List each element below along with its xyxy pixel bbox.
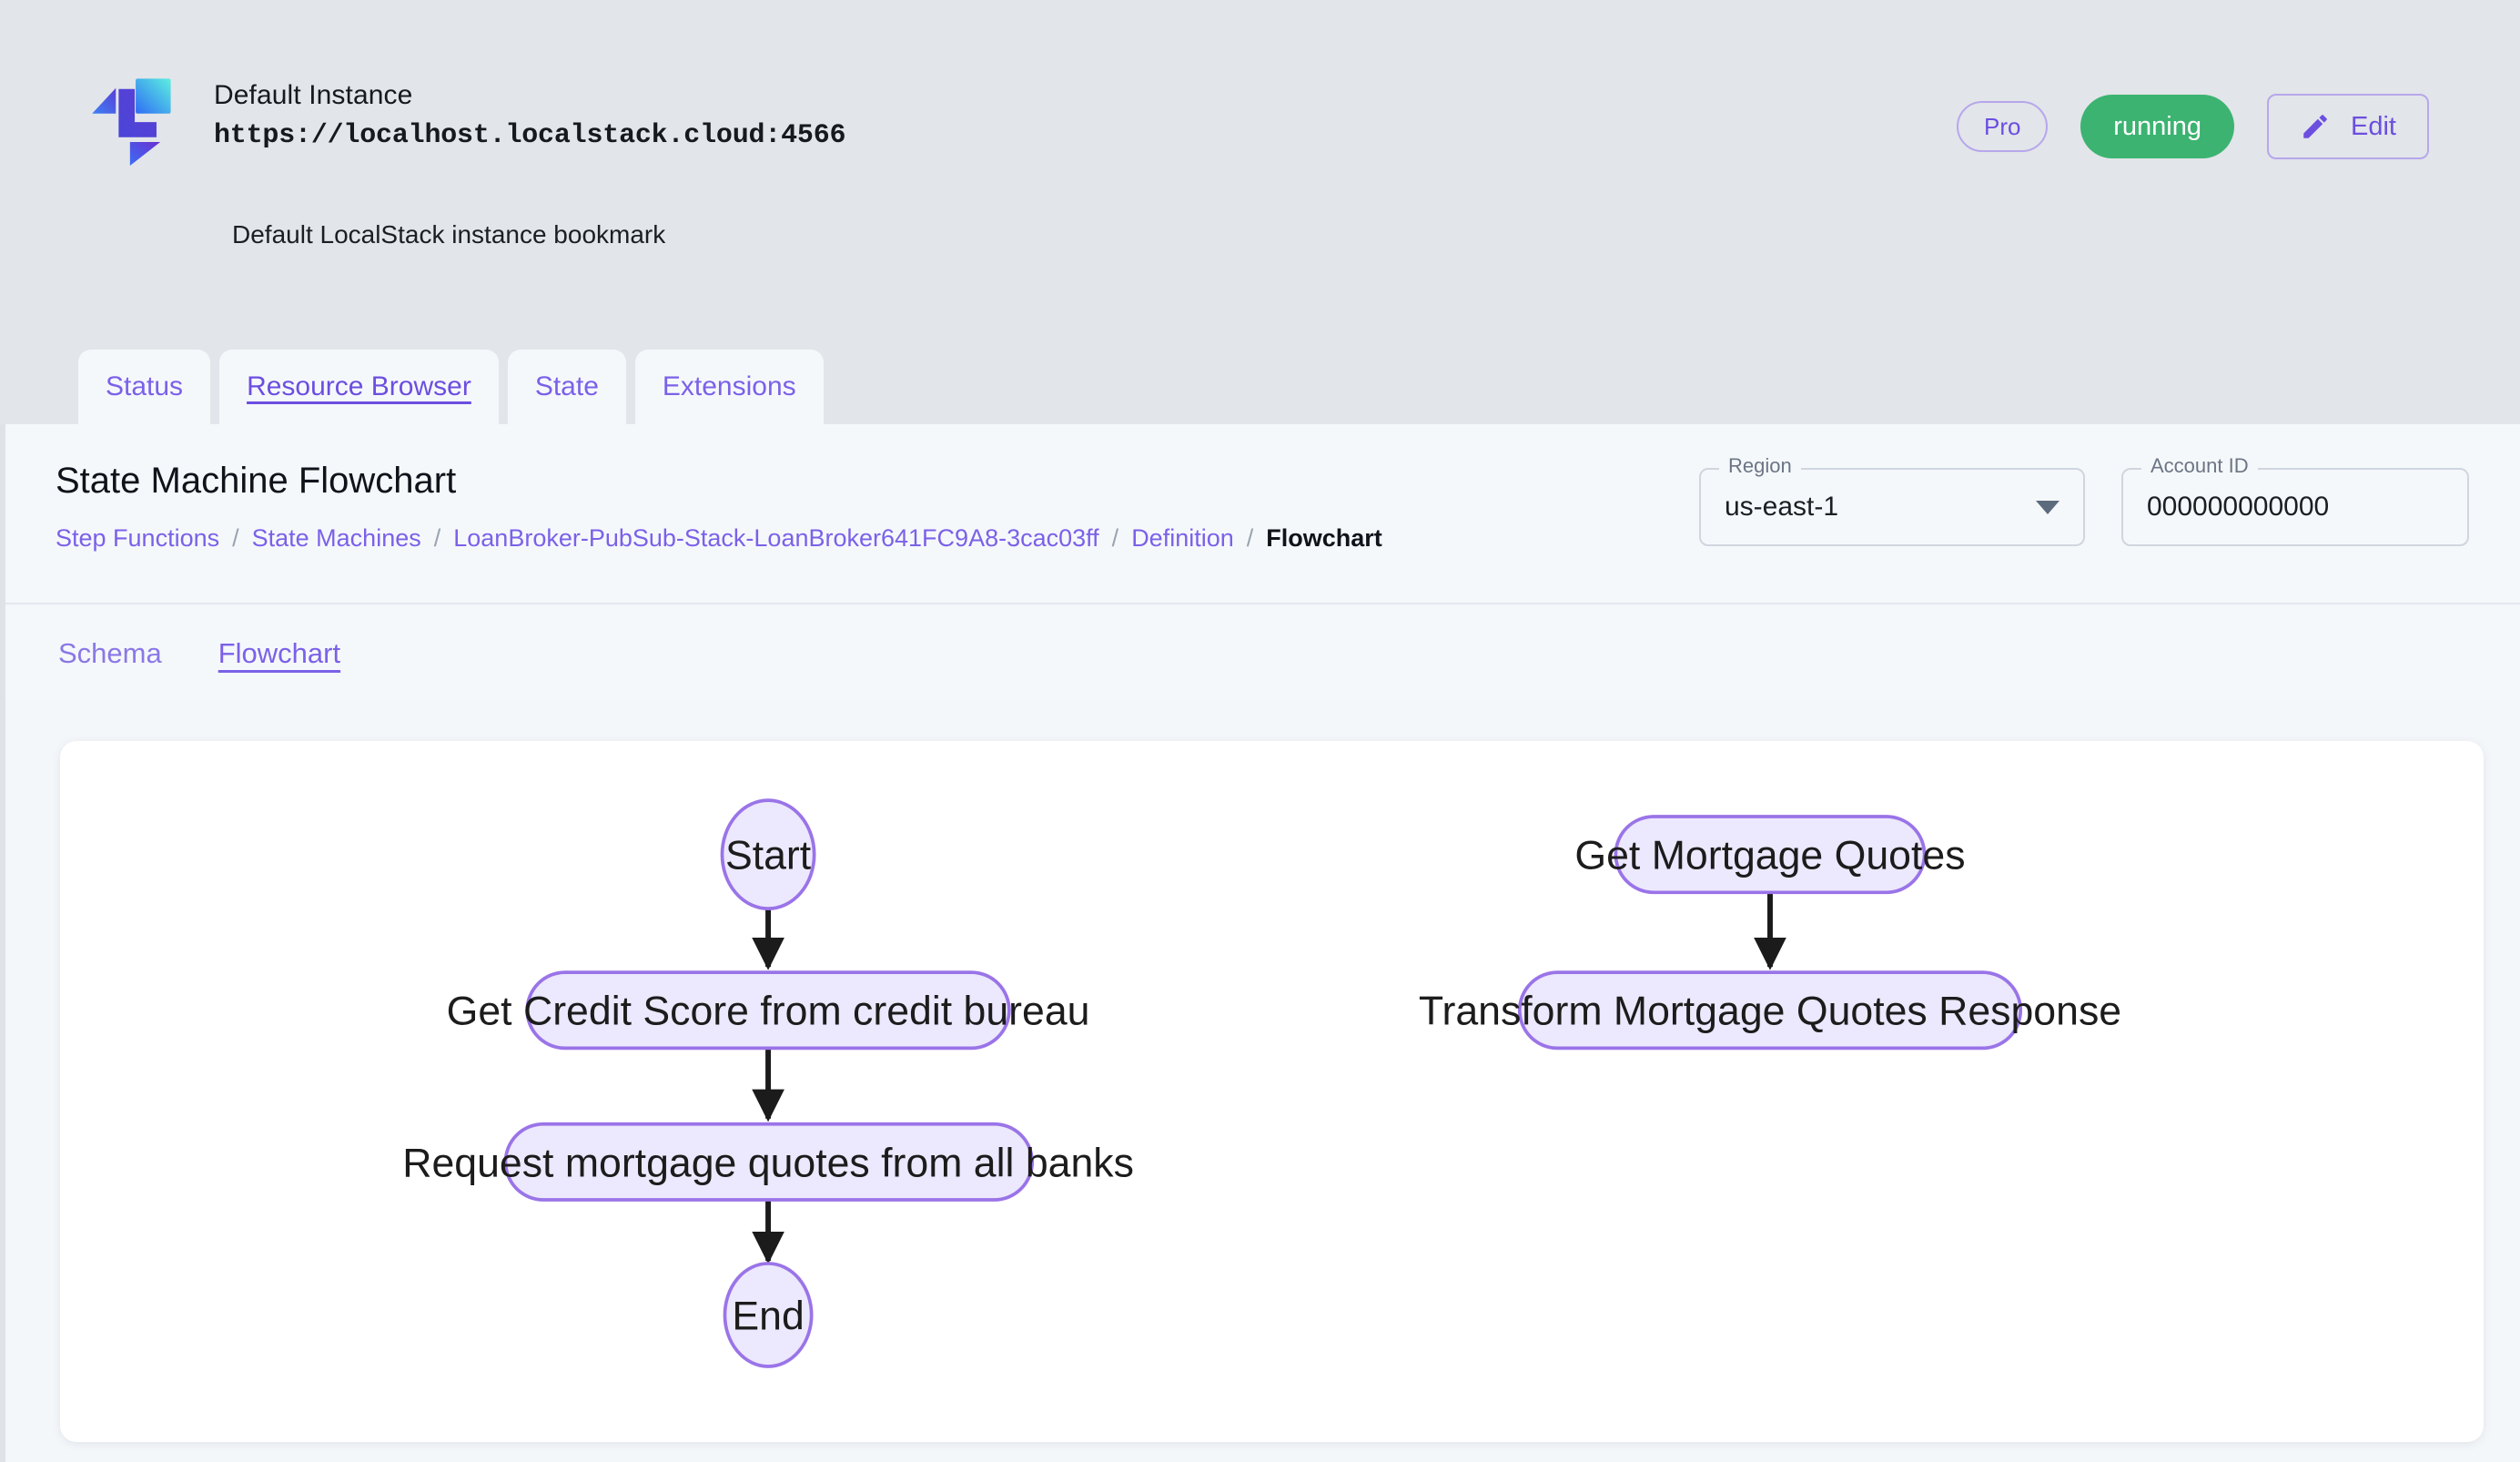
flowchart-node-get-mortgage-quotes[interactable]: Get Mortgage Quotes	[1574, 815, 1966, 895]
page-body: State Machine Flowchart Step Functions /…	[0, 424, 2520, 1462]
account-id-label: Account ID	[2141, 454, 2258, 478]
pencil-icon	[2303, 115, 2327, 138]
flowchart-node-label: End	[732, 1294, 804, 1338]
tab-status[interactable]: Status	[78, 350, 211, 424]
breadcrumb-separator: /	[232, 524, 239, 552]
breadcrumb-separator: /	[433, 524, 441, 552]
edit-button-label: Edit	[2351, 111, 2396, 141]
header-actions: Pro running Edit	[1957, 94, 2429, 159]
edit-button[interactable]: Edit	[2267, 94, 2429, 159]
status-badge: running	[2080, 95, 2235, 158]
breadcrumb: Step Functions / State Machines / LoanBr…	[56, 524, 1382, 553]
instance-header: Default Instance https://localhost.local…	[0, 0, 2520, 424]
region-select[interactable]: Region us-east-1	[1699, 454, 2085, 546]
tab-state[interactable]: State	[507, 350, 626, 424]
flowchart-node-label: Transform Mortgage Quotes Response	[1419, 990, 2121, 1034]
region-value: us-east-1	[1725, 492, 1839, 522]
chevron-down-icon	[2036, 500, 2060, 514]
flowchart-node-request-mortgage-quotes[interactable]: Request mortgage quotes from all banks	[402, 1122, 1134, 1202]
page-header-section: State Machine Flowchart Step Functions /…	[5, 424, 2520, 604]
region-label: Region	[1719, 454, 1801, 478]
main-tabs: Status Resource Browser State Extensions	[78, 350, 824, 424]
flowchart-node-get-credit-score[interactable]: Get Credit Score from credit bureau	[447, 970, 1090, 1051]
localstack-logo-icon	[92, 78, 171, 166]
sub-tabs: Schema Flowchart	[5, 606, 2520, 701]
account-id-field[interactable]: Account ID 000000000000	[2121, 454, 2469, 546]
breadcrumb-separator: /	[1246, 524, 1254, 552]
flowchart-node-label: Get Credit Score from credit bureau	[447, 990, 1090, 1034]
breadcrumb-separator: /	[1111, 524, 1119, 552]
tab-resource-browser[interactable]: Resource Browser	[219, 350, 499, 424]
tab-extensions[interactable]: Extensions	[634, 350, 824, 424]
breadcrumb-item-step-functions[interactable]: Step Functions	[56, 524, 220, 552]
flowchart-node-end[interactable]: End	[723, 1262, 814, 1368]
flowchart-node-start[interactable]: Start	[720, 798, 816, 911]
instance-url: https://localhost.localstack.cloud:4566	[214, 119, 846, 151]
sub-tab-flowchart[interactable]: Flowchart	[218, 637, 341, 669]
selectors: Region us-east-1 Account ID 000000000000	[1699, 454, 2469, 546]
breadcrumb-item-definition[interactable]: Definition	[1131, 524, 1234, 552]
flowchart-node-transform-mortgage-quotes-response[interactable]: Transform Mortgage Quotes Response	[1419, 970, 2121, 1051]
page-title: State Machine Flowchart	[56, 461, 457, 501]
flowchart-node-label: Request mortgage quotes from all banks	[402, 1141, 1134, 1185]
breadcrumb-item-state-machines[interactable]: State Machines	[251, 524, 421, 552]
flowchart-node-label: Start	[725, 834, 812, 878]
flowchart-card: Start Get Credit Score from credit burea…	[60, 741, 2484, 1442]
sub-tab-schema[interactable]: Schema	[58, 637, 162, 669]
breadcrumb-item-flowchart: Flowchart	[1266, 524, 1382, 552]
account-id-value: 000000000000	[2147, 492, 2330, 522]
pro-chip[interactable]: Pro	[1957, 101, 2049, 152]
brand-row: Default Instance https://localhost.local…	[86, 71, 846, 166]
state-machine-flowchart[interactable]: Start Get Credit Score from credit burea…	[60, 741, 2484, 1442]
instance-description: Default LocalStack instance bookmark	[232, 220, 666, 249]
instance-name: Default Instance	[214, 80, 413, 110]
flowchart-node-label: Get Mortgage Quotes	[1574, 834, 1965, 878]
breadcrumb-item-state-machine-name[interactable]: LoanBroker-PubSub-Stack-LoanBroker641FC9…	[453, 524, 1099, 552]
